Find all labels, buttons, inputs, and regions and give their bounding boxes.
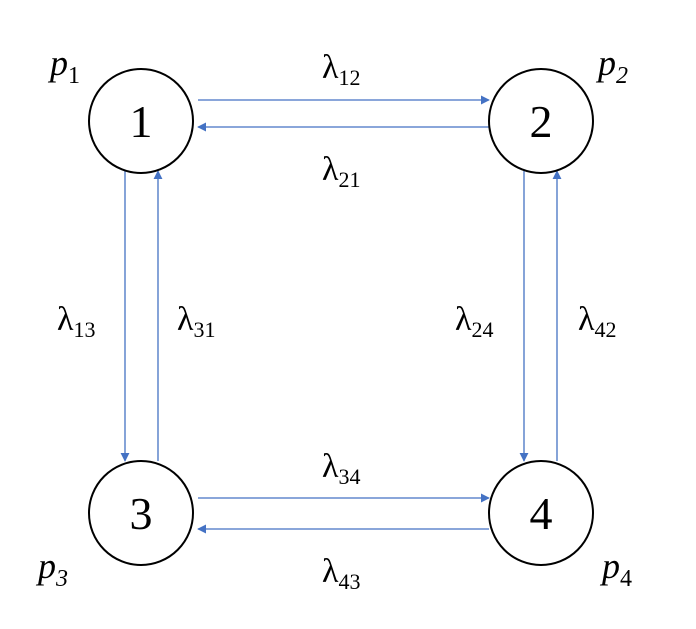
rate-21-symbol: λ	[322, 151, 339, 188]
rate-24-index: 24	[472, 317, 494, 342]
node-4-label: 4	[530, 488, 553, 539]
rate-34-symbol: λ	[322, 448, 339, 485]
node-3-circle	[88, 460, 194, 566]
rate-label-21: λ21	[322, 151, 361, 192]
prob-p2-symbol: p	[595, 43, 616, 83]
rate-label-12: λ12	[322, 49, 361, 90]
rate-31-symbol: λ	[177, 301, 194, 338]
prob-p3-index: 3	[55, 566, 68, 592]
rate-13-symbol: λ	[57, 301, 74, 338]
rate-21-index: 21	[339, 167, 361, 192]
edges	[120, 95, 562, 534]
rate-31-index: 31	[194, 317, 216, 342]
rate-13-index: 13	[74, 317, 96, 342]
rate-34-index: 34	[339, 464, 361, 489]
rate-label-31: λ31	[177, 301, 216, 342]
node-1-circle	[88, 68, 194, 174]
rate-label-24: λ24	[455, 301, 494, 342]
rate-43-index: 43	[339, 569, 361, 594]
node-3: 3	[88, 460, 194, 566]
prob-p1-index: 1	[68, 63, 80, 89]
rate-43-symbol: λ	[322, 553, 339, 590]
rate-42-symbol: λ	[578, 301, 595, 338]
prob-label-p1: p1	[47, 43, 80, 89]
rate-label-42: λ42	[578, 301, 617, 342]
rate-24-symbol: λ	[455, 301, 472, 338]
prob-label-p4: p4	[599, 546, 632, 592]
node-3-label: 3	[130, 488, 153, 539]
prob-p4-symbol: p	[599, 546, 620, 586]
prob-p2-index: 2	[616, 63, 628, 89]
rate-42-index: 42	[595, 317, 617, 342]
rate-12-symbol: λ	[322, 49, 339, 86]
node-2-circle	[488, 68, 594, 174]
node-2-label: 2	[530, 96, 553, 147]
rate-label-13: λ13	[57, 301, 96, 342]
rate-12-index: 12	[339, 65, 361, 90]
node-4-circle	[488, 460, 594, 566]
prob-label-p3: p3	[35, 546, 68, 592]
rate-label-43: λ43	[322, 553, 361, 594]
prob-p1-symbol: p	[47, 43, 68, 83]
node-1-label: 1	[130, 96, 153, 147]
prob-p4-index: 4	[620, 566, 632, 592]
rate-label-34: λ34	[322, 448, 361, 489]
prob-p3-symbol: p	[35, 546, 56, 586]
node-2: 2	[488, 68, 594, 174]
node-1: 1	[88, 68, 194, 174]
prob-label-p2: p2	[595, 43, 628, 89]
node-4: 4	[488, 460, 594, 566]
